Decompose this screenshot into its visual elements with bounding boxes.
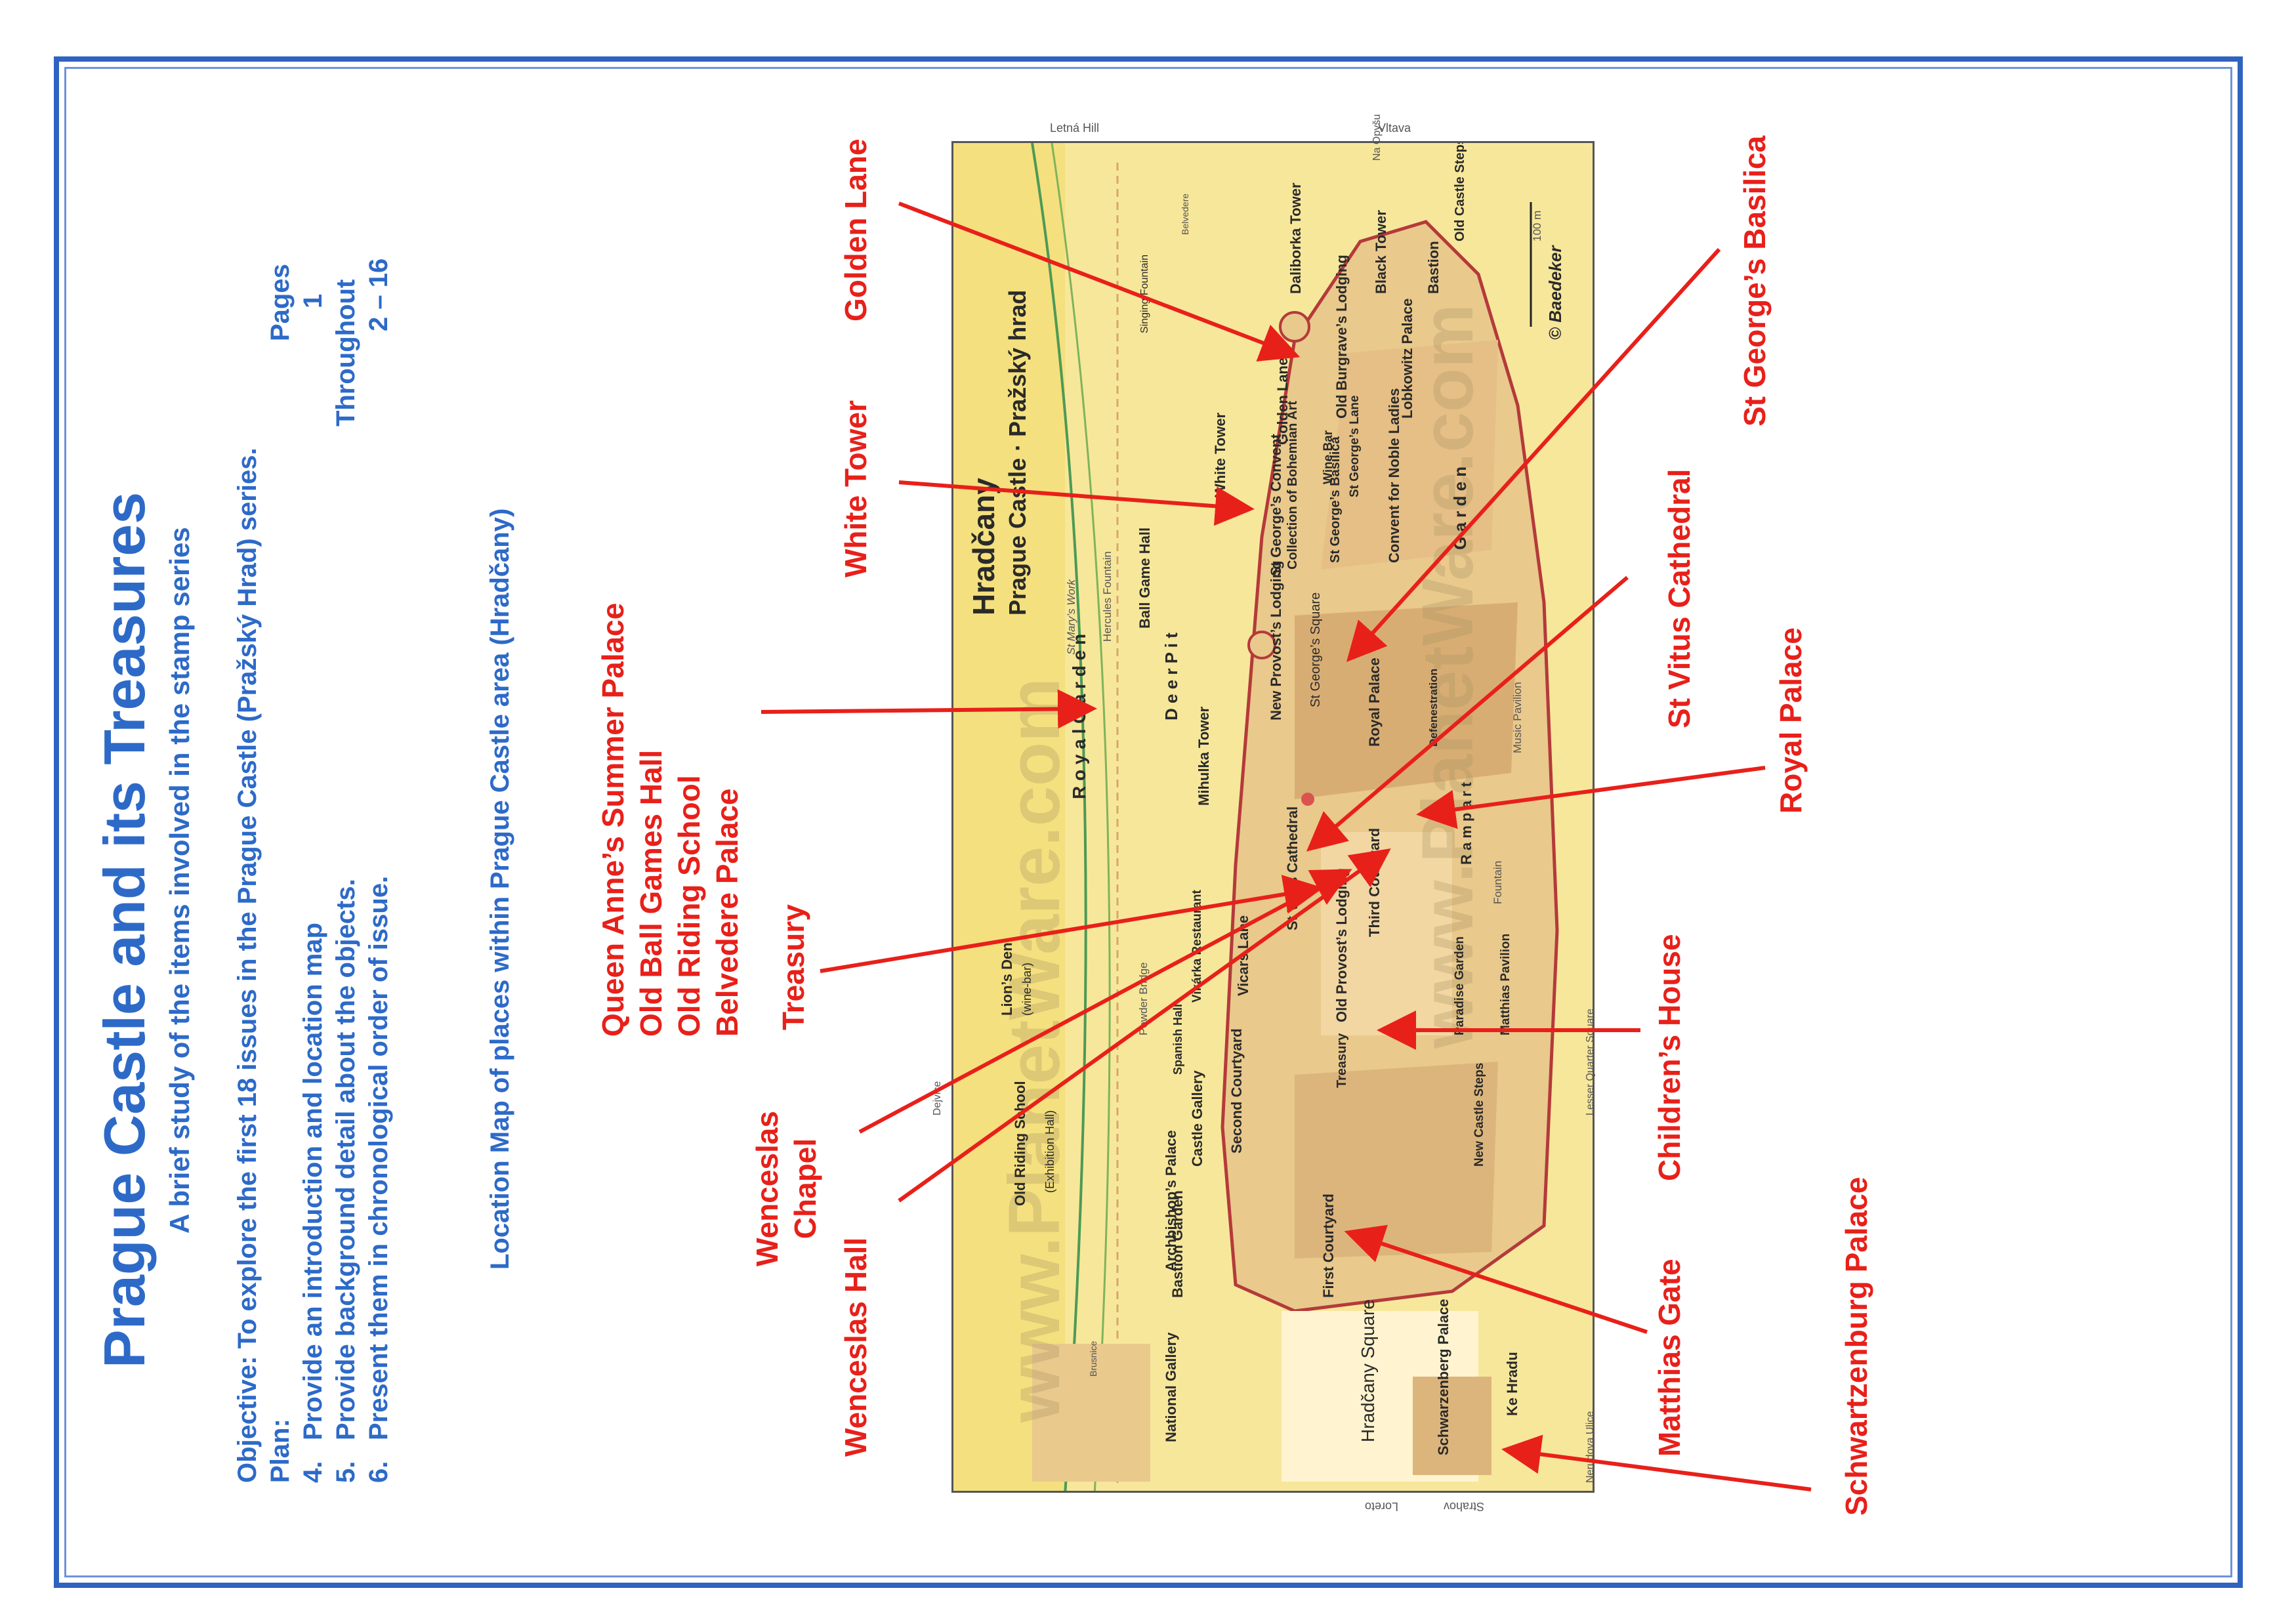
- page-border-inner: [64, 67, 2232, 1577]
- arrow: [1306, 575, 1629, 852]
- castle-map: www.PlanetWare.com www.PlanetWare.com Hr…: [951, 141, 1595, 1493]
- arrow: [761, 689, 1097, 729]
- arrow: [820, 875, 1324, 973]
- map-base: [953, 143, 1593, 1491]
- edge-label: Vltava: [1378, 121, 1411, 135]
- arrow: [1416, 766, 1766, 829]
- arrow: [898, 848, 1391, 1203]
- arrow: [898, 480, 1255, 526]
- arrow: [858, 869, 1352, 1134]
- page-border: [54, 56, 2243, 1588]
- arrow: [1344, 1224, 1648, 1334]
- arrow: [1346, 247, 1721, 662]
- edge-label: Letná Hill: [1050, 121, 1100, 135]
- arrow: [898, 201, 1301, 362]
- arrow: [1501, 1434, 1812, 1491]
